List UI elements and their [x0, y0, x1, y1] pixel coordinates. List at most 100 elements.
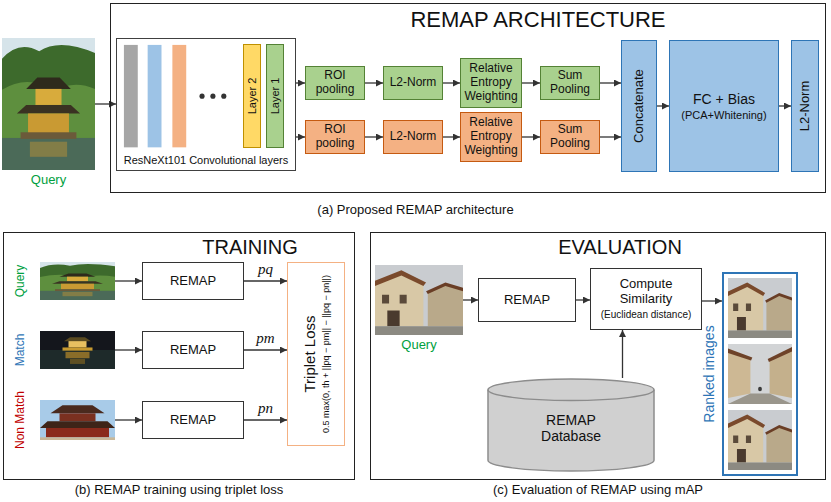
connector: [463, 299, 478, 300]
connector: [115, 280, 142, 281]
ranked-image: [728, 344, 792, 404]
panel: EVALUATIONQueryREMAPCompute Similarity(E…: [370, 232, 826, 480]
graphic: [51, 405, 105, 413]
graphic: [488, 390, 654, 401]
edge-label: pm: [254, 330, 276, 347]
node-label: ROI pooling: [308, 123, 362, 151]
label-holder: REMAP Database: [526, 412, 616, 444]
graphic: [63, 292, 93, 296]
graphic: [40, 262, 115, 300]
process-box: Relative Entropy Weighting: [460, 58, 522, 108]
graphic: [40, 264, 115, 292]
graphic: [21, 132, 77, 139]
connector: [115, 349, 142, 350]
graphic: [737, 317, 746, 331]
graphic: [382, 295, 389, 304]
process-box: L2-Norm: [383, 120, 443, 154]
graphic: [40, 275, 115, 293]
graphic: [46, 428, 109, 437]
node-label: (Euclidean distance): [601, 309, 692, 321]
connector: [365, 136, 383, 137]
connector: [115, 419, 142, 420]
node-label: Triplet Loss: [301, 266, 318, 442]
node-label: L2-Norm: [798, 44, 813, 168]
edge-label: pn: [256, 400, 275, 417]
graphic: [148, 45, 162, 147]
illustration: [728, 410, 792, 470]
node-label: REMAP Database: [526, 412, 616, 444]
rotated-text: L2-Norm: [798, 44, 813, 168]
graphic: [52, 281, 103, 283]
ranked-image: [728, 278, 792, 338]
node-label: Concatenate: [632, 44, 647, 168]
database-cylinder: REMAP Database: [487, 378, 655, 472]
graphic: [172, 45, 186, 147]
graphic: [66, 352, 90, 358]
loss-box: Triplet Loss0.5 max(0, th + ||pq − pm|| …: [287, 262, 345, 446]
node-label: Relative Entropy Weighting: [463, 62, 519, 103]
graphic: [728, 463, 792, 471]
image-node: Query: [40, 262, 115, 300]
graphic: [40, 350, 115, 369]
edge-label: pq: [256, 261, 275, 278]
graphic: [2, 82, 95, 144]
graphic: [63, 347, 93, 350]
panel-title: REMAP ARCHITECTURE: [111, 7, 825, 32]
connector: [702, 300, 722, 301]
node-label: L2-Norm: [390, 130, 437, 144]
label-holder: Match: [10, 331, 32, 369]
graphic: [61, 284, 94, 290]
node-label: Layer 2: [246, 48, 259, 144]
node-label: Ranked images: [701, 212, 717, 502]
connector: [522, 82, 540, 83]
graphic: [40, 331, 115, 369]
illustration: [40, 262, 115, 300]
node-label: REMAP: [504, 293, 550, 308]
graphic: [26, 78, 71, 89]
graphic: [55, 289, 100, 291]
graphic: [758, 387, 762, 392]
illustration: [2, 38, 95, 170]
label-holder: (c) Evaluation of REMAP using mAP: [370, 483, 826, 498]
process-box: Compute Similarity(Euclidean distance): [590, 268, 702, 330]
graphic: [69, 341, 87, 347]
graphic: [400, 295, 407, 304]
process-box: Sum Pooling: [540, 120, 600, 154]
node-label: Non Match: [14, 340, 28, 500]
node-label: REMAP: [170, 274, 216, 289]
process-box: L2-Norm: [791, 40, 819, 172]
graphic: [2, 138, 95, 170]
graphic: [17, 105, 80, 113]
graphic: [70, 359, 85, 364]
graphic: [40, 400, 115, 440]
connector: [600, 136, 621, 137]
process-box: Concatenate: [621, 40, 657, 172]
graphic: [728, 410, 792, 470]
graphic: [488, 379, 654, 471]
node-label: REMAP: [170, 413, 216, 428]
graphic: [60, 413, 96, 421]
graphic: [64, 337, 91, 341]
label-holder: pm: [254, 330, 276, 347]
image-node: Query: [375, 265, 463, 335]
node-label: ResNeXt101 Convolutional layers: [124, 154, 288, 167]
node-label: 0.5 max(0, th + ||pq − pm|| − ||pq − pn|…: [321, 266, 331, 442]
graphic: [728, 394, 792, 405]
label-holder: (b) REMAP training using triplet loss: [3, 483, 355, 498]
caption: (a) Proposed REMAP architecture: [0, 203, 831, 218]
graphic: [728, 344, 792, 404]
graphic: [426, 283, 463, 294]
graphic: [728, 344, 792, 404]
graphic: [221, 94, 226, 99]
layer-bar: Layer 1: [266, 44, 284, 148]
graphic: [40, 421, 115, 428]
graphic: [387, 311, 399, 327]
node-label: Query: [355, 338, 483, 353]
graphic: [375, 326, 463, 335]
image-node: Match: [40, 331, 115, 369]
panel: TRAININGQueryMatchNon MatchREMAPREMAPREM…: [3, 232, 355, 480]
process-box: ROI pooling: [305, 120, 365, 154]
rotated-text: Concatenate: [632, 44, 647, 168]
rotated-text: Non Match: [14, 340, 28, 500]
connector: [443, 82, 460, 83]
